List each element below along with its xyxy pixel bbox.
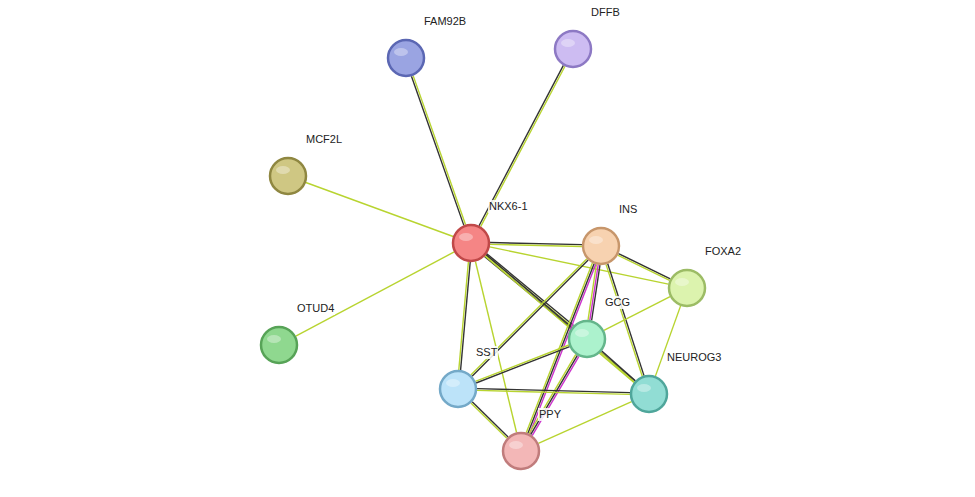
- node-disc: [583, 228, 619, 264]
- evidence-strand: [296, 252, 454, 336]
- node-highlight: [267, 335, 281, 343]
- evidence-strand: [529, 354, 576, 433]
- protein-node: MCF2L: [268, 156, 308, 196]
- node-label: GCG: [604, 296, 631, 309]
- protein-node: FAM92B: [386, 38, 426, 78]
- interaction-edge: [471, 402, 508, 439]
- evidence-strand: [481, 66, 565, 226]
- protein-node: FOXA2: [667, 268, 707, 308]
- evidence-strand: [306, 183, 453, 237]
- evidence-strand: [461, 262, 471, 370]
- node-highlight: [509, 441, 523, 449]
- interaction-edge: [529, 354, 579, 435]
- interaction-edge: [475, 261, 516, 432]
- protein-node: PPY: [501, 431, 541, 471]
- node-label: INS: [618, 203, 638, 216]
- evidence-strand: [538, 402, 631, 444]
- evidence-strand: [618, 255, 670, 280]
- interaction-edge: [459, 262, 470, 370]
- node-disc: [569, 321, 605, 357]
- evidence-strand: [471, 403, 507, 438]
- interaction-edge: [490, 243, 582, 247]
- evidence-strand: [531, 355, 578, 434]
- interaction-edge: [479, 65, 565, 226]
- node-disc: [503, 433, 539, 469]
- interaction-edge: [477, 389, 630, 395]
- interaction-edge: [485, 255, 635, 383]
- node-circle: [386, 38, 426, 78]
- node-highlight: [394, 48, 408, 56]
- evidence-strand: [604, 297, 670, 331]
- node-disc: [440, 371, 476, 407]
- evidence-strand: [472, 402, 508, 437]
- evidence-strand: [602, 351, 636, 381]
- interaction-edge: [306, 183, 453, 237]
- protein-node: DFFB: [553, 29, 593, 69]
- node-label: PPY: [538, 408, 562, 421]
- interaction-edge: [601, 351, 636, 382]
- node-highlight: [589, 236, 603, 244]
- protein-node: NEUROG3: [629, 374, 669, 414]
- node-label: SST: [475, 346, 498, 359]
- evidence-strand: [459, 262, 469, 370]
- interaction-edge: [475, 345, 569, 383]
- interaction-edge: [411, 76, 465, 226]
- evidence-strand: [475, 261, 516, 432]
- node-circle: [451, 223, 491, 263]
- node-circle: [629, 374, 669, 414]
- node-label: NKX6-1: [488, 200, 529, 213]
- node-label: NEUROG3: [666, 351, 722, 364]
- protein-node: INS: [581, 226, 621, 266]
- node-disc: [555, 31, 591, 67]
- node-circle: [259, 325, 299, 365]
- node-label: DFFB: [590, 6, 621, 19]
- interaction-edge: [618, 254, 671, 281]
- protein-node: NKX6-1: [451, 223, 491, 263]
- node-circle: [553, 29, 593, 69]
- node-highlight: [575, 329, 589, 337]
- evidence-strand: [471, 259, 587, 375]
- evidence-strand: [411, 76, 463, 225]
- evidence-strand: [618, 254, 670, 279]
- evidence-strand: [655, 306, 680, 376]
- interaction-edge: [296, 252, 454, 336]
- node-disc: [388, 40, 424, 76]
- node-disc: [453, 225, 489, 261]
- node-disc: [270, 158, 306, 194]
- evidence-strand: [479, 65, 563, 225]
- node-label: MCF2L: [305, 133, 343, 146]
- evidence-strand: [532, 356, 579, 435]
- node-circle: [501, 431, 541, 471]
- node-highlight: [459, 233, 473, 241]
- node-highlight: [637, 384, 651, 392]
- node-highlight: [561, 39, 575, 47]
- node-circle: [438, 369, 478, 409]
- node-label: OTUD4: [296, 302, 335, 315]
- node-circle: [667, 268, 707, 308]
- node-label: FAM92B: [423, 15, 467, 28]
- evidence-strand: [601, 352, 635, 382]
- node-circle: [268, 156, 308, 196]
- evidence-strand: [477, 390, 630, 394]
- node-highlight: [276, 166, 290, 174]
- node-disc: [669, 270, 705, 306]
- protein-node: OTUD4: [259, 325, 299, 365]
- protein-node: GCG: [567, 319, 607, 359]
- evidence-strand: [486, 255, 635, 381]
- protein-node: SST: [438, 369, 478, 409]
- node-circle: [581, 226, 621, 266]
- evidence-strand: [490, 244, 582, 246]
- node-disc: [261, 327, 297, 363]
- evidence-strand: [413, 76, 465, 225]
- interaction-edge: [604, 297, 670, 331]
- node-label: FOXA2: [704, 245, 742, 258]
- node-highlight: [675, 278, 689, 286]
- interaction-edge: [655, 306, 680, 376]
- node-disc: [631, 376, 667, 412]
- interaction-edge: [538, 402, 631, 444]
- evidence-strand: [475, 345, 569, 381]
- node-circle: [567, 319, 607, 359]
- node-highlight: [446, 379, 460, 387]
